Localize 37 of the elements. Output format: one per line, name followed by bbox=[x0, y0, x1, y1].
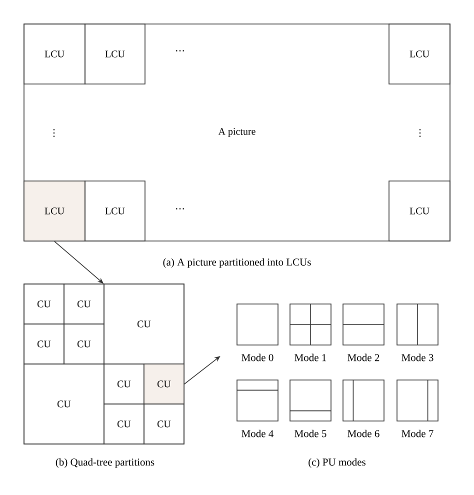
cu-cell: CU bbox=[144, 364, 184, 404]
ellipsis: ⋮ bbox=[420, 128, 421, 138]
cu-cell: CU bbox=[64, 324, 104, 364]
mode-label: Mode 6 bbox=[348, 430, 380, 438]
mode-box bbox=[342, 304, 384, 346]
cu-cell: CU bbox=[144, 404, 184, 444]
lcu-cell: LCU bbox=[24, 24, 86, 84]
mode-box bbox=[396, 304, 438, 346]
ellipsis: ⋯ bbox=[176, 50, 184, 52]
lcu-cell: LCU bbox=[388, 180, 450, 242]
mode-box bbox=[290, 380, 332, 422]
mode-box bbox=[342, 380, 384, 422]
caption: (b) Quad-tree partitions bbox=[56, 458, 154, 468]
cu-cell: CU bbox=[24, 324, 64, 364]
mode-label: Mode 2 bbox=[348, 354, 380, 362]
cu-cell: CU bbox=[104, 404, 144, 444]
mode-box bbox=[236, 380, 278, 422]
lcu-cell: LCU bbox=[84, 180, 146, 242]
mode-label: Mode 5 bbox=[294, 430, 326, 438]
cu-cell: CU bbox=[64, 284, 104, 324]
mode-label: Mode 0 bbox=[242, 354, 274, 362]
mode-label: Mode 7 bbox=[402, 430, 434, 438]
ellipsis: ⋯ bbox=[176, 208, 184, 210]
ellipsis: ⋮ bbox=[53, 128, 55, 138]
lcu-cell: LCU bbox=[84, 24, 146, 84]
caption: (a) A picture partitioned into LCUs bbox=[163, 258, 311, 268]
lcu-cell: LCU bbox=[24, 180, 86, 242]
mode-box bbox=[396, 380, 438, 422]
mode-box bbox=[236, 304, 278, 346]
cu-cell: CU bbox=[24, 364, 104, 444]
mode-label: Mode 3 bbox=[402, 354, 434, 362]
mode-box bbox=[290, 304, 332, 346]
mode-label: Mode 1 bbox=[294, 354, 326, 362]
mode-label: Mode 4 bbox=[242, 430, 274, 438]
cu-cell: CU bbox=[24, 284, 64, 324]
lcu-cell: LCU bbox=[388, 24, 450, 84]
caption: (c) PU modes bbox=[308, 458, 366, 468]
